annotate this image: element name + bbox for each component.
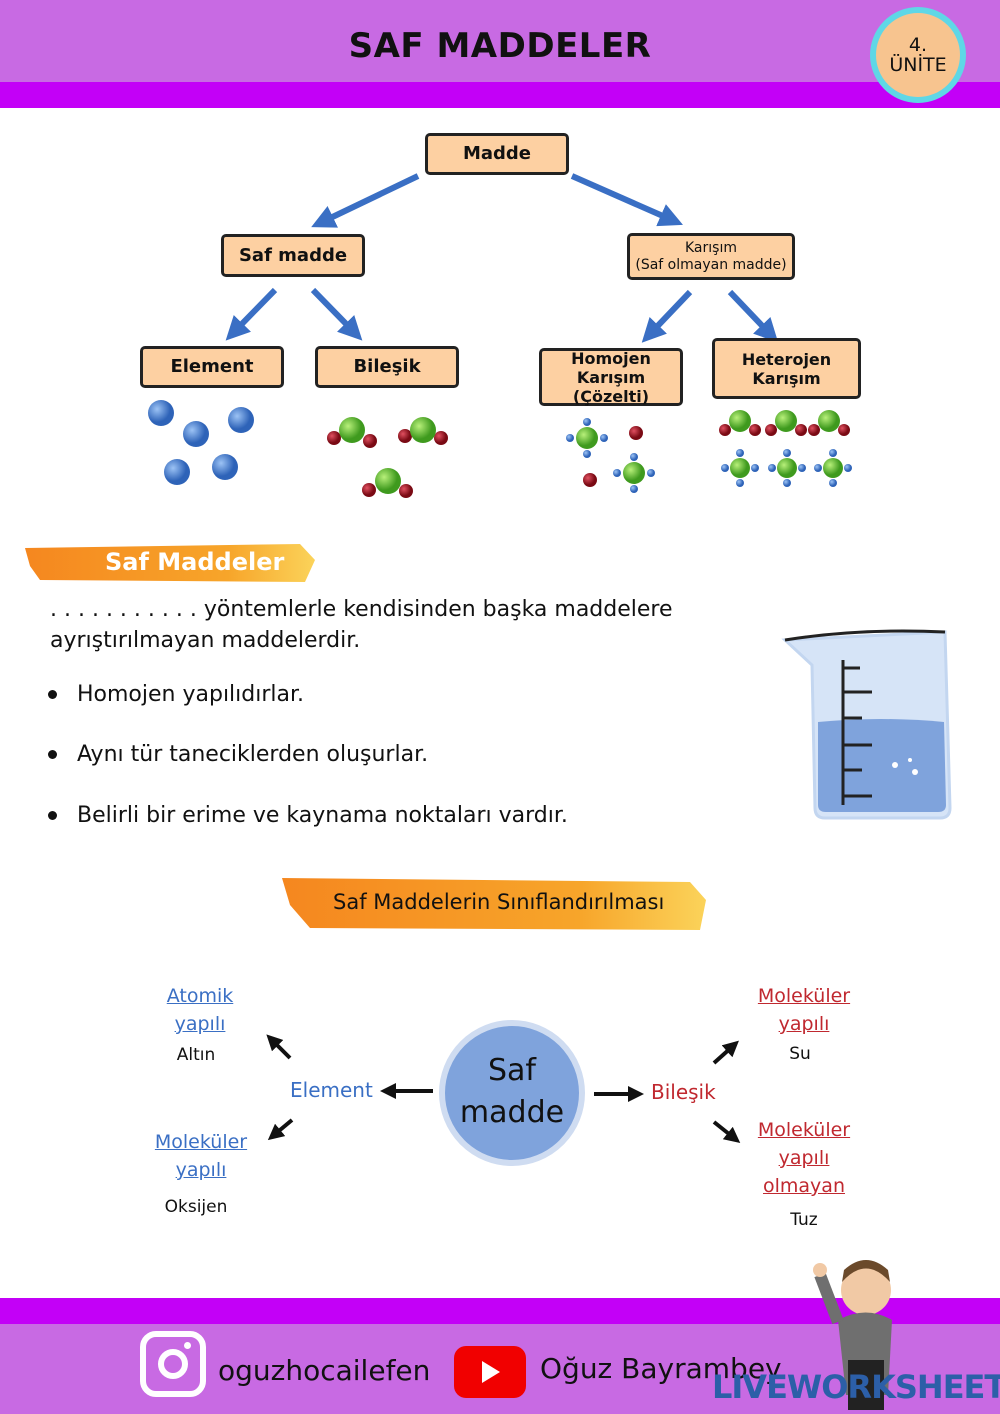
- node-label: Element: [170, 356, 254, 377]
- tree-node-element: Element: [140, 346, 284, 388]
- atomic-example: Altın: [176, 1045, 216, 1065]
- node-label: Heterojen: [741, 349, 832, 369]
- element-molecular-label: Moleküler yapılı: [150, 1128, 252, 1184]
- unit-number: 4.: [908, 34, 928, 56]
- definition-line-2: ayrıştırılmayan maddelerdir.: [50, 628, 361, 653]
- footer-stripe: [0, 1298, 1000, 1324]
- youtube-icon[interactable]: [454, 1346, 526, 1398]
- label-line: Moleküler: [757, 985, 851, 1007]
- node-sublabel: Karışım: [752, 368, 821, 388]
- section-banner-classification: Saf Maddelerin Sınıflandırılması: [333, 890, 665, 914]
- compound-molecular-example: Su: [789, 1044, 811, 1064]
- tree-node-homojen: Homojen Karışım(Çözelti): [539, 348, 683, 406]
- node-label: Saf madde: [238, 244, 348, 266]
- liveworksheets-watermark: LIVEWORKSHEETS: [712, 1368, 1000, 1406]
- bullet-icon: [48, 750, 57, 759]
- tree-node-bilesik: Bileşik: [315, 346, 459, 388]
- node-sublabel: (Çözelti): [572, 386, 650, 406]
- label-line: yapılı: [778, 1147, 830, 1169]
- bullet-icon: [48, 811, 57, 820]
- element-label: Element: [290, 1078, 373, 1102]
- tree-node-saf-madde: Saf madde: [221, 234, 365, 277]
- label-line: yapılı: [175, 1159, 227, 1181]
- node-label: Madde: [462, 143, 532, 164]
- node-sublabel: (Saf olmayan madde): [635, 256, 787, 273]
- center-label: Saf madde: [442, 1050, 582, 1134]
- label-line: Moleküler: [154, 1131, 248, 1153]
- definition-line-1: . . . . . . . . . . . yöntemlerle kendis…: [50, 597, 673, 622]
- node-label: Homojen Karışım: [571, 348, 651, 387]
- element-molecular-example: Oksijen: [164, 1197, 228, 1217]
- compound-nonmolecular-example: Tuz: [790, 1210, 818, 1230]
- element-atoms: [148, 400, 254, 485]
- youtube-channel[interactable]: Oğuz Bayrambey: [540, 1352, 782, 1385]
- tree-node-karisim: Karışım(Saf olmayan madde): [627, 233, 795, 280]
- bullet-item: Homojen yapılıdırlar.: [48, 682, 304, 707]
- instagram-icon[interactable]: [140, 1331, 206, 1397]
- compound-label: Bileşik: [651, 1080, 716, 1104]
- page-title: SAF MADDELER: [348, 26, 652, 66]
- atomic-structure-label: Atomik yapılı: [150, 982, 250, 1038]
- bullet-text: Belirli bir erime ve kaynama noktaları v…: [77, 803, 568, 828]
- tree-arrows: [225, 173, 779, 343]
- node-label: Karışım: [685, 239, 737, 256]
- unit-badge: 4. ÜNİTE: [870, 7, 966, 103]
- classification-arrows: [266, 1034, 741, 1143]
- banner-brush-2: [282, 878, 706, 930]
- label-line: olmayan: [763, 1175, 845, 1197]
- definition-text: . . . . . . . . . . . yöntemlerle kendis…: [50, 594, 673, 656]
- compound-molecular-label: Moleküler yapılı: [752, 982, 856, 1038]
- tree-node-madde: Madde: [425, 133, 569, 175]
- bullet-text: Homojen yapılıdırlar.: [77, 682, 305, 707]
- node-label: Bileşik: [353, 356, 421, 377]
- unit-label: ÜNİTE: [889, 54, 947, 76]
- beaker-icon: [781, 629, 952, 820]
- header-bar: [0, 0, 1000, 82]
- center-line-1: Saf: [488, 1053, 536, 1088]
- compound-nonmolecular-label: Moleküler yapılı olmayan: [752, 1116, 856, 1200]
- label-line: Moleküler: [757, 1119, 851, 1141]
- label-line: Atomik: [166, 985, 234, 1007]
- instagram-handle[interactable]: oguzhocailefen: [218, 1354, 431, 1387]
- bullet-icon: [48, 690, 57, 699]
- banner-brush-1: [25, 544, 315, 582]
- homogeneous-particles: [566, 418, 655, 493]
- label-line: yapılı: [778, 1013, 830, 1035]
- bullet-item: Belirli bir erime ve kaynama noktaları v…: [48, 803, 568, 828]
- section-banner-saf-maddeler: Saf Maddeler: [105, 548, 285, 576]
- label-line: yapılı: [174, 1013, 226, 1035]
- compound-molecules: [327, 417, 448, 498]
- center-line-2: madde: [459, 1095, 565, 1130]
- heterogeneous-particles: [719, 410, 852, 487]
- header-stripe: [0, 82, 1000, 108]
- bullet-text: Aynı tür taneciklerden oluşurlar.: [77, 742, 429, 767]
- bullet-item: Aynı tür taneciklerden oluşurlar.: [48, 742, 428, 767]
- saf-madde-circle: [439, 1020, 585, 1166]
